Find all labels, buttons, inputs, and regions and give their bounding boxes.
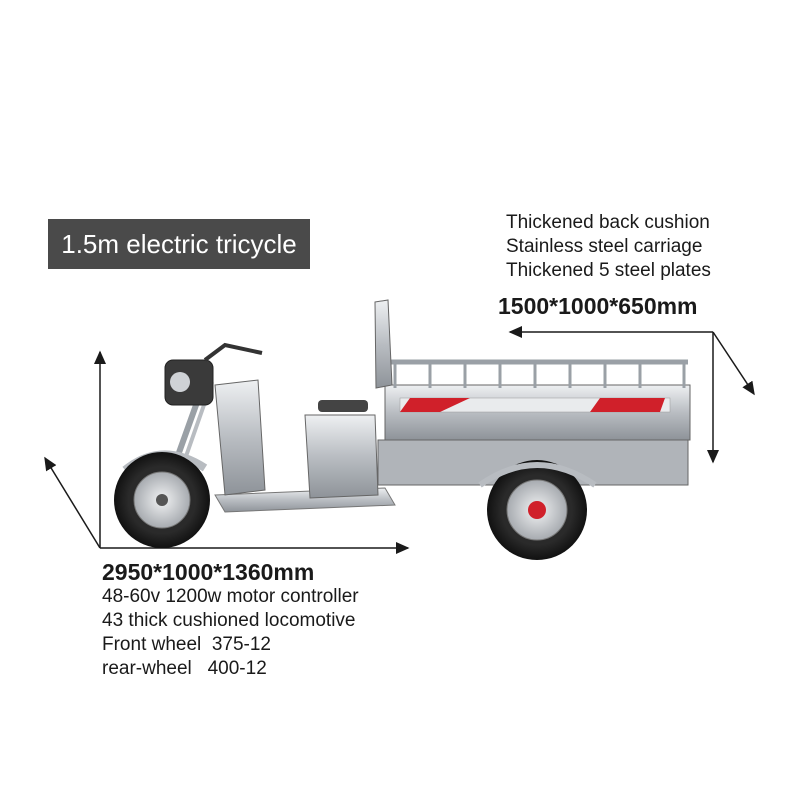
vehicle-spec-line: rear-wheel 400-12 xyxy=(102,658,267,679)
vehicle-spec-line: 48-60v 1200w motor controller xyxy=(102,586,359,607)
vehicle-spec-list: 48-60v 1200w motor controller 43 thick c… xyxy=(102,585,359,681)
vehicle-dimensions: 2950*1000*1360mm xyxy=(102,559,315,585)
cargo-spec-list: Thickened back cushion Stainless steel c… xyxy=(506,211,711,283)
vehicle-spec-line: 43 thick cushioned locomotive xyxy=(102,610,356,631)
cargo-spec-line: Thickened back cushion xyxy=(506,212,710,233)
vehicle-spec-line: Front wheel 375-12 xyxy=(102,634,271,655)
product-title-badge: 1.5m electric tricycle xyxy=(48,219,310,269)
cargo-dimensions: 1500*1000*650mm xyxy=(498,293,698,319)
tricycle xyxy=(114,299,691,560)
dimension-arrows xyxy=(44,326,755,554)
cargo-spec-line: Thickened 5 steel plates xyxy=(506,260,711,281)
cargo-spec-line: Stainless steel carriage xyxy=(506,236,703,257)
